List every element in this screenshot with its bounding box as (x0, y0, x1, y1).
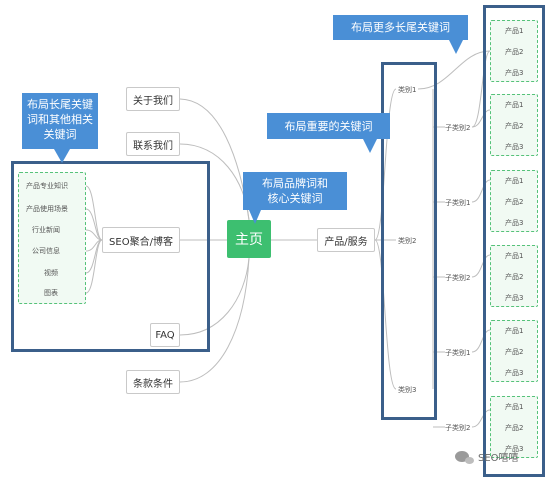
link-product-group (471, 409, 491, 428)
node-faq[interactable]: FAQ (150, 323, 180, 347)
product-group (490, 245, 538, 307)
callout-tail (249, 210, 261, 224)
product-item[interactable]: 产品2 (505, 424, 524, 432)
link-home-faq (179, 257, 250, 336)
callout-tail (363, 139, 377, 153)
seo-child-item[interactable]: 行业新闻 (32, 226, 60, 234)
node-products-services[interactable]: 产品/服务 (317, 228, 375, 252)
product-item[interactable]: 产品2 (505, 122, 524, 130)
link-seo-child (85, 208, 103, 241)
seo-child-item[interactable]: 产品使用场景 (26, 205, 68, 213)
subcategory-label[interactable]: 子类别2 (445, 124, 471, 132)
seo-children-group (18, 172, 86, 304)
callout-text: 布局重要的关键词 (284, 120, 373, 133)
wechat-icon (455, 451, 474, 464)
product-item[interactable]: 产品2 (505, 348, 524, 356)
link-product-group (471, 50, 491, 128)
product-group (490, 170, 538, 232)
product-item[interactable]: 产品1 (505, 252, 524, 260)
subcategory-label[interactable]: 子类别1 (445, 199, 471, 207)
callout-text: 布局长尾关键词和其他相关关键词 (27, 98, 93, 141)
callout-important-keywords: 布局重要的关键词 (267, 113, 390, 153)
watermark: SEO嘻嘻 (455, 449, 519, 464)
link-product-group (471, 329, 491, 353)
category-label[interactable]: 类别2 (398, 237, 417, 245)
node-contact[interactable]: 联系我们 (126, 132, 180, 156)
category-label[interactable]: 类别1 (398, 86, 417, 94)
frame-seo-group (11, 161, 210, 352)
node-terms[interactable]: 条款条件 (126, 370, 180, 394)
product-item[interactable]: 产品2 (505, 198, 524, 206)
product-group (490, 94, 538, 156)
product-item[interactable]: 产品3 (505, 69, 524, 77)
product-item[interactable]: 产品3 (505, 219, 524, 227)
watermark-text: SEO嘻嘻 (478, 453, 519, 464)
product-item[interactable]: 产品1 (505, 327, 524, 335)
link-seo-child (85, 229, 103, 241)
frame-products (483, 5, 545, 477)
callout-brand-keywords: 布局品牌词和核心关键词 (243, 172, 347, 224)
product-group (490, 20, 538, 82)
product-item[interactable]: 产品1 (505, 177, 524, 185)
seo-child-item[interactable]: 公司信息 (32, 247, 60, 255)
category-label[interactable]: 类别3 (398, 386, 417, 394)
link-product-group (471, 109, 491, 128)
callout-text: 布局更多长尾关键词 (351, 21, 450, 34)
product-item[interactable]: 产品2 (505, 273, 524, 281)
seo-child-item[interactable]: 视频 (44, 269, 58, 277)
seo-child-item[interactable]: 产品专业知识 (26, 182, 68, 190)
callout-text: 布局品牌词和核心关键词 (262, 177, 328, 205)
subcategory-label[interactable]: 子类别2 (445, 274, 471, 282)
product-item[interactable]: 产品2 (505, 48, 524, 56)
product-group (490, 396, 538, 458)
link-product-category (374, 239, 397, 390)
link-product-category (374, 88, 397, 241)
product-item[interactable]: 产品3 (505, 445, 524, 453)
subcategory-label[interactable]: 子类别2 (445, 424, 471, 432)
subcategory-label[interactable]: 子类别1 (445, 349, 471, 357)
callout-tail (449, 40, 463, 54)
product-item[interactable]: 产品3 (505, 369, 524, 377)
callout-more-longtail-keywords: 布局更多长尾关键词 (333, 15, 468, 54)
link-product-group (471, 254, 491, 278)
callout-tail (54, 149, 70, 163)
seo-child-item[interactable]: 图表 (44, 289, 58, 297)
node-home[interactable]: 主页 (227, 220, 271, 258)
product-item[interactable]: 产品1 (505, 27, 524, 35)
link-product-group (471, 179, 491, 203)
link-category-group (417, 50, 491, 90)
link-seo-child (85, 239, 103, 294)
product-item[interactable]: 产品3 (505, 294, 524, 302)
node-seo-blog[interactable]: SEO聚合/博客 (102, 227, 180, 253)
product-item[interactable]: 产品3 (505, 143, 524, 151)
product-group (490, 320, 538, 382)
frame-categories (381, 62, 437, 420)
product-item[interactable]: 产品1 (505, 403, 524, 411)
product-item[interactable]: 产品1 (505, 101, 524, 109)
link-home-terms (179, 257, 250, 383)
callout-longtail-keywords: 布局长尾关键词和其他相关关键词 (22, 93, 98, 163)
node-about[interactable]: 关于我们 (126, 87, 180, 111)
